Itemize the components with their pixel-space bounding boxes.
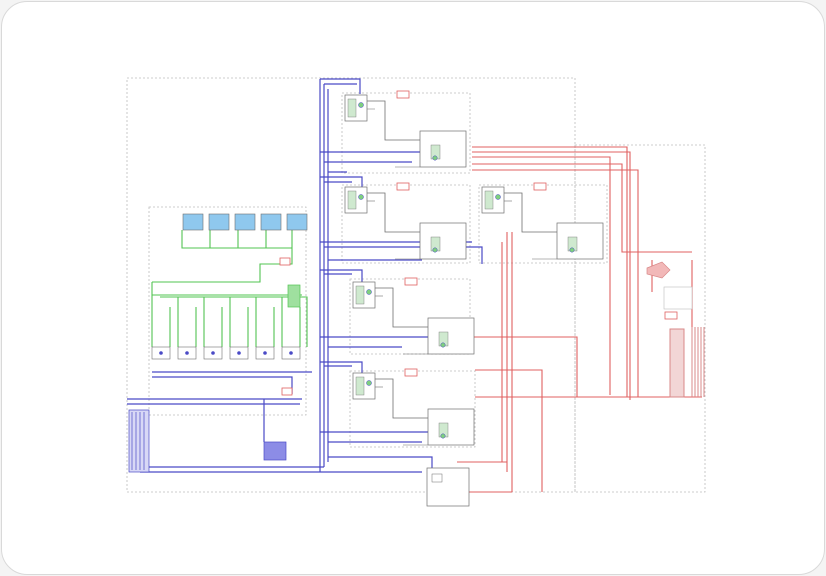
connector-pipe bbox=[375, 378, 428, 419]
connector-pipe bbox=[504, 192, 557, 233]
boiler-unit bbox=[646, 261, 693, 320]
red-vertical-stack bbox=[669, 327, 705, 398]
green-pipes bbox=[151, 230, 308, 347]
pump-icon bbox=[495, 194, 501, 200]
pump-icon bbox=[432, 247, 438, 253]
valve-icon bbox=[404, 277, 418, 286]
condenser-pumps bbox=[151, 346, 301, 360]
cooling-tower-icon bbox=[182, 213, 204, 231]
heat-exchanger-icon bbox=[287, 284, 301, 308]
chiller-coil bbox=[355, 285, 365, 305]
cooling-tower-icon bbox=[234, 213, 256, 231]
evaporator-box bbox=[419, 130, 467, 168]
chiller-coil bbox=[484, 190, 494, 210]
evaporator-box bbox=[556, 222, 604, 260]
pump-icon bbox=[440, 433, 446, 439]
pump-icon bbox=[366, 380, 372, 386]
main-plant-frame bbox=[126, 77, 576, 493]
valve-icon bbox=[664, 311, 678, 320]
evaporator-box bbox=[427, 317, 475, 355]
pump-icon bbox=[569, 247, 575, 253]
connector-pipe bbox=[375, 287, 428, 328]
storage-tank-left bbox=[128, 409, 150, 473]
chiller-coil bbox=[355, 376, 365, 396]
cooling-towers bbox=[182, 213, 308, 231]
pump-icon bbox=[432, 155, 438, 161]
valve-icon bbox=[404, 368, 418, 377]
pump-icon bbox=[366, 289, 372, 295]
cooling-tower-frame bbox=[148, 206, 307, 416]
pump-icon bbox=[358, 102, 364, 108]
cooling-tower-icon bbox=[260, 213, 282, 231]
boiler-icon bbox=[646, 261, 671, 279]
equipment-box bbox=[663, 286, 693, 310]
chiller-module-5-frame bbox=[349, 370, 476, 448]
evaporator-box bbox=[419, 222, 467, 260]
valve-icon bbox=[281, 387, 293, 396]
distribution-unit bbox=[426, 467, 470, 507]
valve-icon bbox=[396, 90, 410, 99]
valve-icon bbox=[279, 257, 291, 266]
chiller-modules bbox=[344, 90, 604, 446]
pump-icon bbox=[358, 194, 364, 200]
connector-pipe bbox=[367, 100, 420, 141]
right-plant-frame bbox=[574, 144, 706, 493]
pump-dots bbox=[159, 351, 293, 355]
chiller-coil bbox=[347, 98, 357, 118]
cooling-tower-icon bbox=[208, 213, 230, 231]
valve-icon bbox=[396, 182, 410, 191]
pump-icon bbox=[440, 342, 446, 348]
chiller-coil bbox=[347, 190, 357, 210]
blue-pipes bbox=[127, 78, 483, 473]
cooling-tower-icon bbox=[286, 213, 308, 231]
storage-tank-icon bbox=[263, 441, 287, 461]
valve-icon bbox=[533, 182, 547, 191]
red-pipes bbox=[457, 146, 702, 493]
evaporator-box bbox=[427, 408, 475, 446]
connector-pipe bbox=[367, 192, 420, 233]
